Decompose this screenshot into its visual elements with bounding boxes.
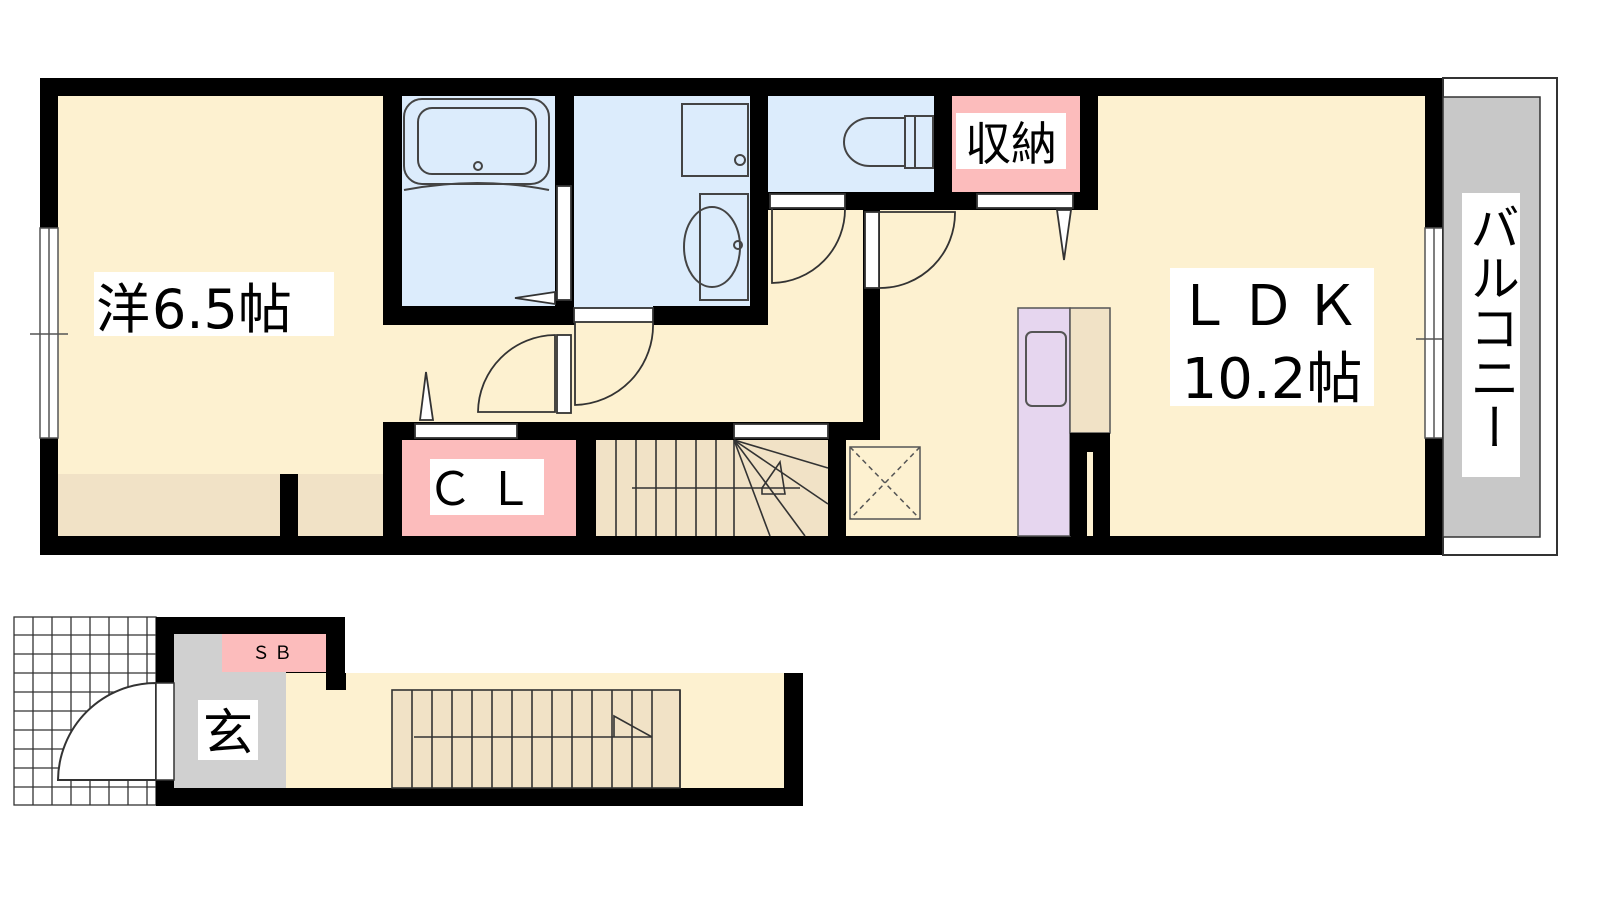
- entrance-door-swing: [56, 681, 157, 781]
- western-room-closet-strip: [58, 474, 280, 536]
- western-label-bg: [94, 272, 334, 336]
- washbasin: [681, 103, 749, 301]
- western-room-name: 洋: [96, 278, 150, 341]
- balcony-label-bg: [1462, 193, 1520, 477]
- storage-label-bg: [956, 113, 1066, 169]
- balcony-label: バルコニー: [1462, 202, 1520, 452]
- washroom: [574, 96, 750, 308]
- shoebox: [222, 634, 326, 672]
- western-room-closet-strip-2: [298, 474, 383, 536]
- western-room-size: 6.5帖: [152, 278, 292, 341]
- toilet-fixture: [843, 115, 934, 169]
- refrigerator: [849, 446, 921, 520]
- entrance-label: 玄: [203, 704, 253, 762]
- entrance-hall-top: [286, 673, 326, 688]
- toilet-room: [768, 96, 934, 192]
- entrance-gap: [326, 673, 346, 690]
- stairs-lower: [391, 689, 681, 789]
- closet-label-bg: [430, 459, 544, 515]
- ldk-label-bg: [1170, 268, 1374, 406]
- interior-walls: [280, 96, 1110, 536]
- ldk-room-size: 10.2帖: [1182, 347, 1363, 412]
- closet-label: ＣＬ: [427, 462, 547, 516]
- door-jamb: [155, 682, 175, 781]
- ldk-room-name: ＬＤＫ: [1176, 274, 1368, 339]
- kitchen-counter-side: [1069, 307, 1111, 434]
- bathtub: [403, 98, 550, 191]
- pillar-gap: [1087, 452, 1093, 536]
- entrance-label-bg: [198, 700, 258, 760]
- storage-label: 収納: [965, 117, 1057, 171]
- stairs-upper: [615, 439, 829, 537]
- bathroom: [402, 96, 555, 308]
- doors: [414, 185, 1074, 439]
- shoebox-label: ＳＢ: [252, 643, 296, 664]
- corridor-lower: [575, 306, 863, 422]
- sink: [1025, 331, 1067, 407]
- hall-small: [846, 440, 880, 536]
